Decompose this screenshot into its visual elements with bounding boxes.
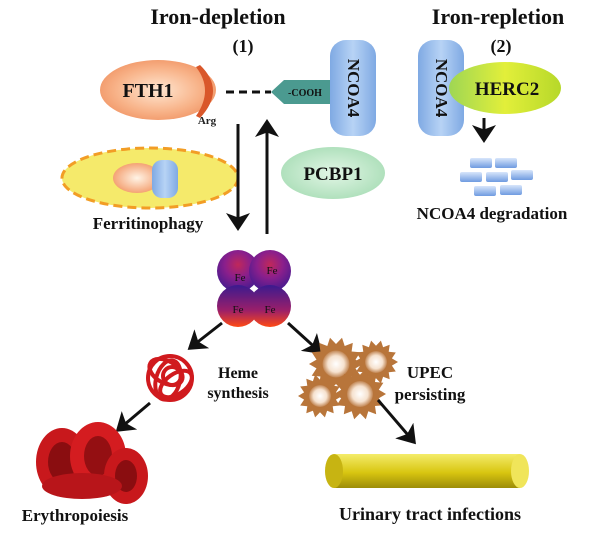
fe-label: Fe	[235, 272, 246, 284]
iron-to-upec-arrow	[286, 321, 323, 355]
heading-number-2: (2)	[491, 36, 512, 57]
uti-label: Urinary tract infections	[339, 504, 521, 524]
herc2-label: HERC2	[475, 79, 539, 100]
upec-label-line1: UPEC	[407, 363, 453, 382]
upec-bacteria-icon	[298, 337, 398, 420]
heme-label-line1: Heme	[218, 365, 258, 382]
red-blood-cells-icon	[36, 422, 148, 504]
heme-tangle-icon	[146, 354, 194, 402]
fe-label: Fe	[267, 265, 278, 277]
iron-to-heme-arrow	[187, 321, 223, 350]
ferritinophagy-label: Ferritinophagy	[93, 214, 204, 233]
upec-to-uti-arrow	[376, 399, 416, 445]
heading-number-1: (1)	[233, 36, 254, 57]
upec-cell-core	[365, 351, 387, 373]
fe-label: Fe	[265, 304, 276, 316]
upec-cell-core	[309, 385, 331, 407]
herc2-node: HERC2	[449, 62, 561, 114]
urinary-tract-tube-icon	[325, 454, 529, 488]
ncoa4-left-node: NCOA4	[330, 40, 376, 136]
iron-cluster-icon: Fe Fe Fe Fe	[217, 250, 291, 327]
ncoa4-fragments-icon	[460, 158, 533, 196]
fth1-node: FTH1 Arg	[100, 60, 217, 127]
heme-to-erythropoiesis-arrow	[115, 401, 151, 432]
erythropoiesis-label: Erythropoiesis	[22, 506, 129, 525]
ncoa4-left-label: NCOA4	[344, 59, 363, 118]
upec-cell-core	[347, 381, 373, 407]
cooh-label: -COOH	[288, 88, 322, 99]
ncoa4-right-node: NCOA4	[418, 40, 464, 136]
fe-label: Fe	[233, 304, 244, 316]
heme-label-line2: synthesis	[207, 385, 268, 402]
ncoa4-right-label: NCOA4	[432, 59, 451, 118]
autophagosome-icon	[60, 146, 240, 210]
heading-iron-depletion: Iron-depletion	[150, 4, 285, 29]
pcbp1-node: PCBP1	[281, 147, 385, 199]
upec-cell-core	[322, 350, 350, 378]
arg-label: Arg	[198, 115, 217, 127]
cooh-tail: -COOH	[271, 80, 335, 104]
arg-cap-shape	[196, 65, 213, 118]
ncoa4-degradation-label: NCOA4 degradation	[417, 204, 568, 223]
pcbp1-label: PCBP1	[303, 164, 362, 185]
heading-iron-repletion: Iron-repletion	[432, 4, 564, 29]
fth1-label: FTH1	[122, 80, 173, 102]
upec-label-line2: persisting	[395, 385, 466, 404]
